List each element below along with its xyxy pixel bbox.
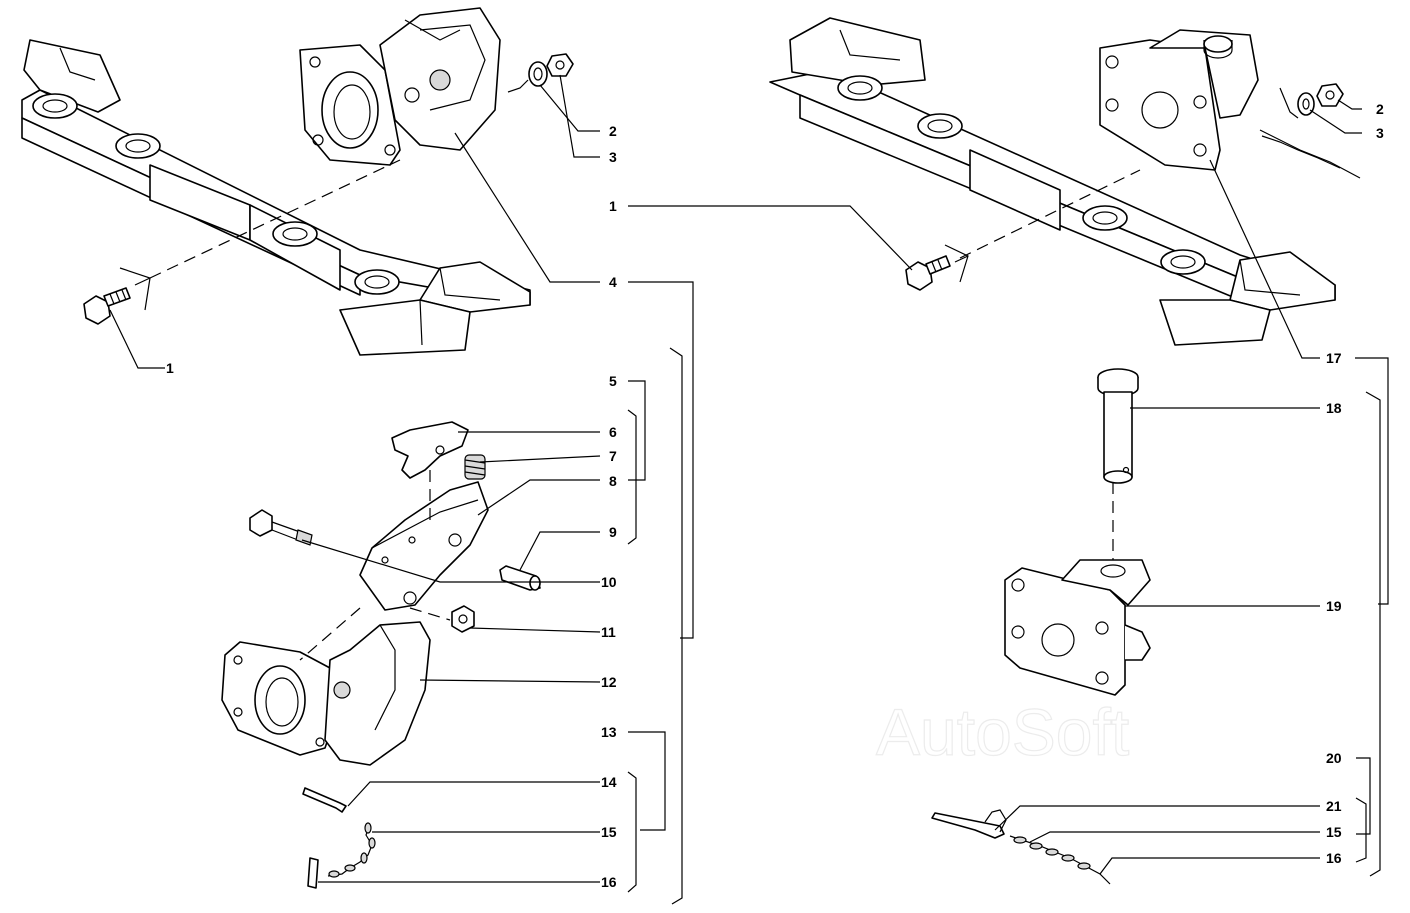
long-bolt [249,509,313,546]
right-hitch-pin [1097,368,1139,484]
left-nut [546,53,574,77]
right-bolt [905,255,951,291]
callout-10: 10 [601,574,617,590]
callout-2-left: 2 [609,123,617,139]
right-chain-top [1259,129,1361,179]
callout-5: 5 [609,373,617,389]
callout-8: 8 [609,473,617,489]
callout-14: 14 [601,774,617,790]
jaw-body [359,481,489,611]
pin [499,565,541,591]
callout-11: 11 [601,624,616,640]
coupling-housing [221,621,431,766]
left-crossmember [21,39,531,356]
callout-1-right: 1 [609,198,617,214]
callout-21: 21 [1326,798,1342,814]
callout-3-right: 3 [1376,125,1384,141]
callout-1-left: 1 [166,360,174,376]
callout-16-left: 16 [601,874,617,890]
right-nut [1316,83,1344,107]
callout-15-right: 15 [1326,824,1342,840]
spring [464,454,486,480]
right-bracket-plate [1004,559,1151,696]
callout-19: 19 [1326,598,1342,614]
callout-7: 7 [609,448,617,464]
callout-labels: 1 2 3 4 5 6 7 8 9 10 11 12 13 14 15 16 1… [166,101,1384,890]
callout-13: 13 [601,724,617,740]
callout-4: 4 [609,274,617,290]
callout-12: 12 [601,674,617,690]
right-crossmember [769,17,1336,346]
clip-pin [307,857,319,889]
callout-9: 9 [609,524,617,540]
right-washer [1297,92,1315,116]
watermark: AutoSoft [876,695,1129,769]
callout-20: 20 [1326,750,1342,766]
right-bracket-top [1099,29,1259,171]
callout-6: 6 [609,424,617,440]
chain [327,822,376,878]
left-washer [528,61,548,87]
right-chain-assembly [931,809,1111,885]
callout-2-right: 2 [1376,101,1384,117]
castle-nut [451,605,475,633]
leader-lines [109,74,1389,905]
left-hitch-assembly [299,7,501,166]
callout-18: 18 [1326,400,1342,416]
latch-lever [391,421,469,479]
callout-16-right: 16 [1326,850,1342,866]
left-bolt [83,287,131,325]
callout-3-left: 3 [609,149,617,165]
callout-15-left: 15 [601,824,617,840]
cotter-pin [302,787,347,813]
callout-17: 17 [1326,350,1342,366]
